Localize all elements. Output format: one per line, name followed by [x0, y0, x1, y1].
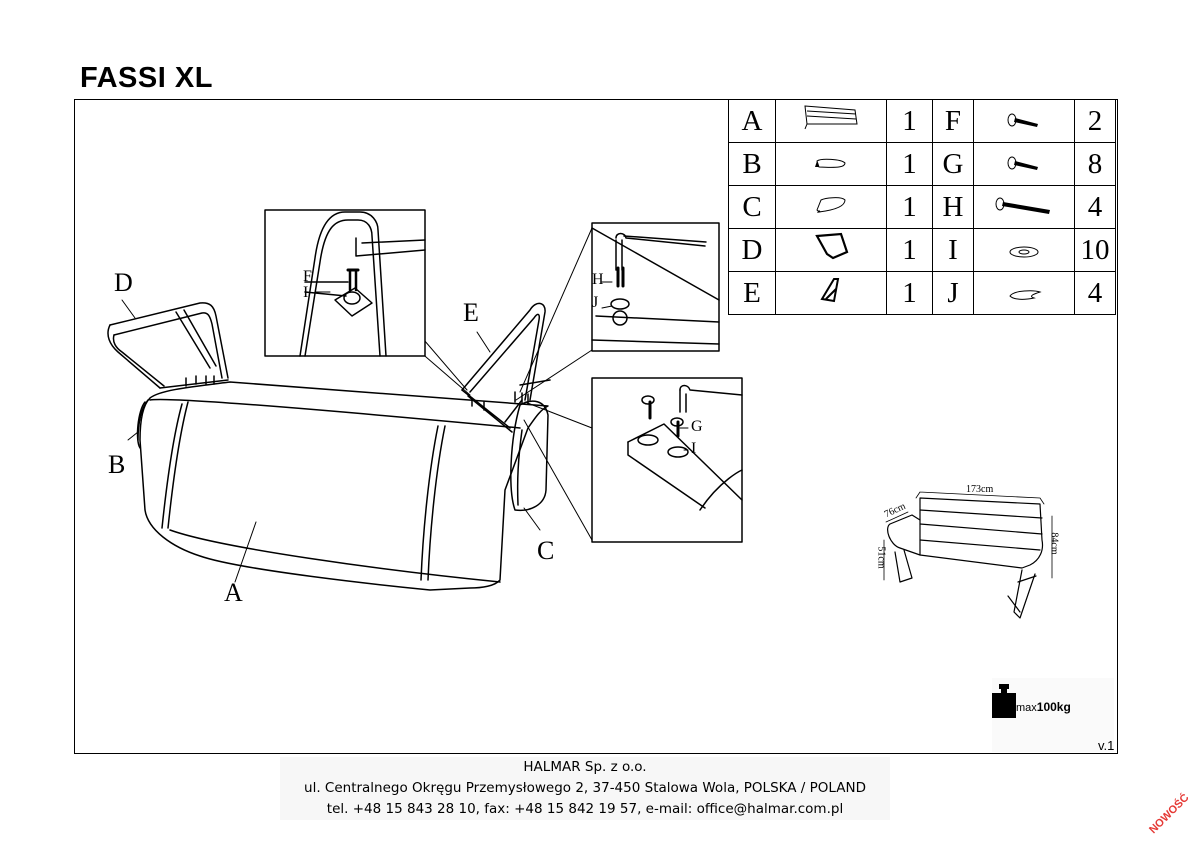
dim-width: 173cm	[966, 484, 994, 495]
detail3-label-i: I	[691, 440, 697, 457]
part-label-leaders	[121, 281, 689, 583]
dimension-thumbnail	[883, 491, 1053, 619]
footer-contact: tel. +48 15 843 28 10, fax: +48 15 842 1…	[326, 801, 844, 817]
part-quantity: 1	[886, 228, 933, 272]
short-bolt-icon	[973, 99, 1075, 143]
label-a: A	[224, 578, 243, 607]
label-b: B	[108, 450, 126, 479]
detail-box-2	[591, 222, 720, 352]
max-load-label: max100kg	[1016, 700, 1071, 714]
hardware-quantity: 8	[1074, 142, 1116, 186]
left-frame-icon	[775, 228, 887, 272]
detail1-label-i: I	[303, 284, 309, 301]
weight-icon	[992, 684, 1016, 718]
part-quantity: 1	[886, 271, 933, 315]
left-armrest-icon	[775, 142, 887, 186]
detail3-label-g: G	[691, 418, 703, 435]
max-load-box: max100kg	[992, 678, 1114, 752]
detail-box-3	[591, 377, 743, 543]
short-bolt-icon	[973, 142, 1075, 186]
right-frame	[461, 302, 551, 433]
detail2-label-j: J	[592, 294, 599, 311]
label-e: E	[463, 298, 479, 327]
hardware-letter: F	[932, 99, 974, 143]
right-armrest-icon	[775, 185, 887, 229]
hardware-letter: I	[932, 228, 974, 272]
part-quantity: 1	[886, 142, 933, 186]
seat-cushion-icon	[775, 99, 887, 143]
footer-address: ul. Centralnego Okręgu Przemysłowego 2, …	[304, 780, 866, 796]
part-quantity: 1	[886, 185, 933, 229]
part-letter: C	[728, 185, 776, 229]
document-title: FASSI XL	[80, 62, 213, 94]
detail-box-1	[264, 209, 426, 357]
hardware-quantity: 2	[1074, 99, 1116, 143]
footer: HALMAR Sp. z o.o. ul. Centralnego Okręgu…	[280, 757, 890, 820]
part-letter: D	[728, 228, 776, 272]
max-load-prefix: max	[1016, 702, 1037, 714]
right-frame-icon	[775, 271, 887, 315]
hardware-letter: J	[932, 271, 974, 315]
detail1-label-f: F	[303, 268, 312, 285]
hardware-quantity: 10	[1074, 228, 1116, 272]
part-letter: E	[728, 271, 776, 315]
footer-company: HALMAR Sp. z o.o.	[523, 759, 647, 775]
hardware-quantity: 4	[1074, 185, 1116, 229]
part-letter: A	[728, 99, 776, 143]
part-letter: B	[728, 142, 776, 186]
max-load-value: 100kg	[1036, 700, 1071, 714]
dim-height: 84cm	[1048, 532, 1060, 555]
hardware-letter: H	[932, 185, 974, 229]
washer-icon	[973, 228, 1075, 272]
spring-washer-icon	[973, 271, 1075, 315]
instruction-frame	[74, 99, 1118, 754]
hardware-letter: G	[932, 142, 974, 186]
long-bolt-icon	[973, 185, 1075, 229]
label-c: C	[537, 536, 555, 565]
detail2-label-h: H	[592, 271, 604, 288]
hardware-quantity: 4	[1074, 271, 1116, 315]
part-quantity: 1	[886, 99, 933, 143]
left-frame	[107, 302, 229, 389]
version-label: v.1	[1098, 738, 1115, 753]
seat-cushion	[136, 381, 549, 591]
label-d: D	[114, 268, 133, 297]
dim-seat-height: 51cm	[875, 546, 887, 569]
